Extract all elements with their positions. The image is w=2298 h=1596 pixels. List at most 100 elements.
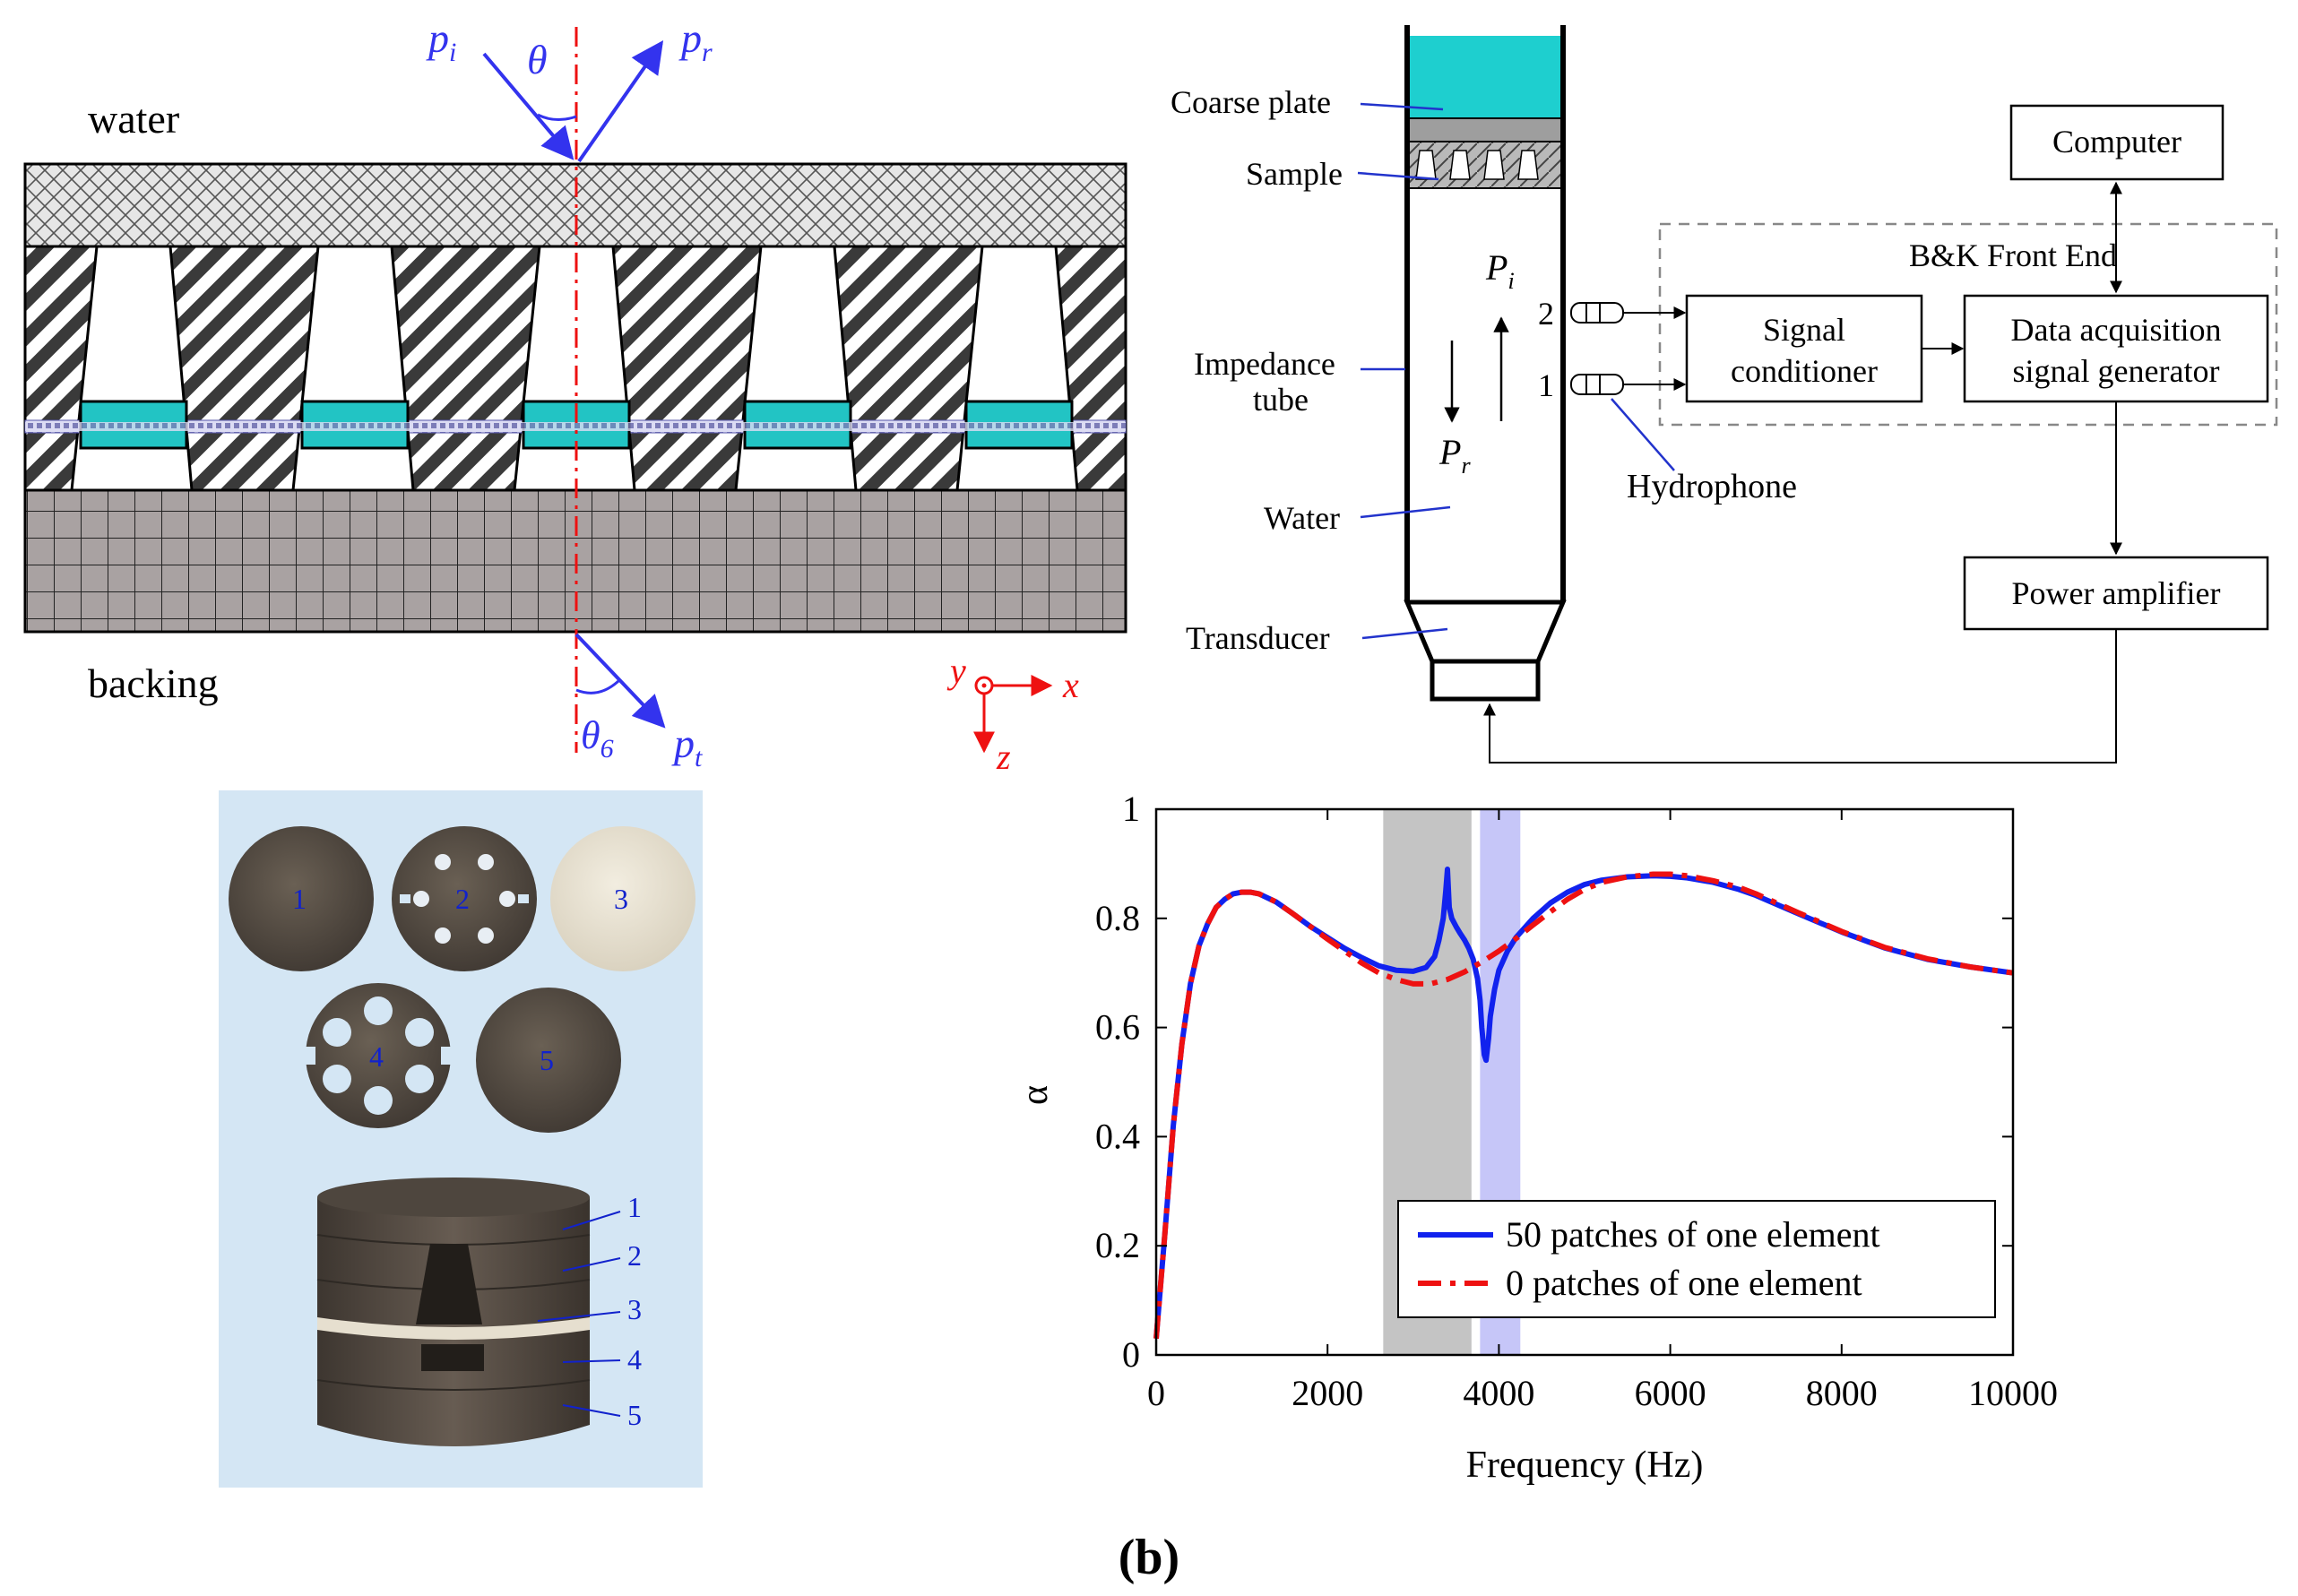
plot-frame	[1154, 807, 2015, 1357]
tube-water-top	[1409, 36, 1561, 118]
sample-cavity	[1517, 150, 1539, 180]
front-end-label: B&K Front End	[1909, 237, 2117, 273]
layer-number: 3	[627, 1293, 642, 1325]
disk-3	[550, 826, 695, 971]
coarse-plate	[1408, 117, 1562, 142]
impedance-tube-label-1: Impedance	[1194, 346, 1335, 382]
disk-2	[392, 826, 537, 971]
leader-hydrophone	[1611, 398, 1675, 471]
layer-leader	[562, 1211, 621, 1230]
leader-sample	[1357, 171, 1439, 181]
disk-numbers: 1 2 3 4 5	[292, 883, 628, 1076]
y-axis-title: α	[1015, 1085, 1056, 1105]
cylinder-cavity-upper	[416, 1244, 482, 1324]
water-tube-label: Water	[1264, 500, 1340, 536]
x-tick-label: 6000	[1635, 1373, 1706, 1413]
transmission-angle-label: θ6	[581, 713, 614, 763]
port-2-label: 2	[1538, 296, 1554, 332]
incident-angle-label: θ	[527, 37, 548, 82]
leader-water	[1360, 505, 1451, 519]
disk-number: 2	[455, 883, 470, 915]
y-axis-label: y	[946, 651, 966, 691]
legend-label-blue: 50 patches of one element	[1506, 1214, 1880, 1255]
y-tick-label: 0.4	[1095, 1116, 1140, 1156]
signal-conditioner-box	[1685, 294, 1923, 403]
impedance-tube-label-2: tube	[1253, 382, 1309, 418]
interlayer-line	[25, 422, 1126, 431]
disk-number: 1	[292, 883, 307, 915]
panel-test-setup: Pi Pr 2 1 Coarse plate Sample Impedance …	[1171, 25, 2278, 763]
layer-number: 4	[627, 1343, 642, 1376]
leader-transducer	[1361, 627, 1448, 640]
incident-angle-arc	[537, 113, 577, 121]
signal-conditioner-label-1: Signal	[1763, 312, 1845, 348]
y-tick-label: 0.6	[1095, 1007, 1140, 1048]
panel-label: (b)	[1119, 1530, 1179, 1585]
x-tick-label: 4000	[1463, 1373, 1534, 1413]
disk-number: 3	[614, 883, 628, 915]
disk-1	[229, 826, 374, 971]
panel-cross-section: water backing pi pr θ θ6	[23, 15, 1127, 777]
pr-label: Pr	[1438, 432, 1471, 479]
power-amplifier-box	[1963, 556, 2269, 631]
computer-box	[2009, 104, 2225, 181]
absorption-chart: 0 2000 4000 6000 8000 10000 0 0.2 0.4 0.…	[1015, 789, 2058, 1486]
disk-4	[303, 983, 454, 1128]
disk-4-hole	[364, 1086, 393, 1115]
y-tick-label: 1	[1122, 789, 1140, 829]
disk-4-hole	[364, 996, 393, 1025]
layer-number: 1	[627, 1191, 642, 1223]
legend-label-red: 0 patches of one element	[1506, 1263, 1862, 1303]
legend-box	[1397, 1200, 1996, 1318]
chart-ticks	[1155, 808, 2014, 1356]
x-tick-label: 2000	[1292, 1373, 1363, 1413]
disk-4-hole	[405, 1065, 434, 1093]
disk-2-hole	[478, 854, 494, 870]
cylinder-steel-ring	[317, 1317, 590, 1340]
coarse-plate-label: Coarse plate	[1171, 84, 1331, 120]
hydrophone-1	[1570, 374, 1624, 395]
transmitted-wave-label: pt	[671, 720, 703, 772]
reflected-wave-arrow	[577, 40, 664, 163]
disk-2-hole	[435, 927, 451, 944]
sample-cavity	[1449, 150, 1471, 180]
layer-leader	[562, 1404, 621, 1417]
daq-label-2: signal generator	[2013, 353, 2220, 389]
cylinder-top	[317, 1178, 590, 1217]
disk-2-hole	[478, 927, 494, 944]
incident-wave-label: pi	[426, 15, 456, 67]
computer-label: Computer	[2052, 124, 2181, 160]
chart-series	[1153, 867, 2014, 1339]
hydrophones	[1570, 302, 1624, 395]
leader-coarse-plate	[1360, 102, 1444, 111]
coordinate-axes: y x z	[946, 651, 1079, 777]
transmitted-wave-arrow	[574, 633, 666, 729]
transmission-angle-arc	[575, 679, 620, 694]
power-amplifier-label: Power amplifier	[2012, 575, 2221, 611]
z-axis-label: z	[996, 737, 1011, 777]
x-tick-label: 0	[1147, 1373, 1165, 1413]
disk-4-hole	[323, 1065, 351, 1093]
disk-2-hole	[413, 891, 429, 907]
layer-number: 5	[627, 1399, 642, 1431]
layer-leader	[537, 1311, 621, 1322]
signal-connections	[1483, 181, 2122, 763]
disk-4-hole	[405, 1018, 434, 1047]
daq-box	[1963, 294, 2269, 403]
daq-label-1: Data acquisition	[2011, 312, 2222, 348]
disk-5	[476, 988, 621, 1133]
disk-number: 4	[369, 1040, 384, 1073]
cylinder-seam-3	[316, 1379, 591, 1391]
signal-conditioner-label-2: conditioner	[1731, 353, 1878, 389]
layer-numbers: 1 2 3 4 5	[627, 1191, 642, 1431]
disk-4-notch	[441, 1047, 454, 1065]
x-axis-label: x	[1062, 665, 1079, 705]
amplifier-to-transducer	[1483, 629, 2117, 763]
disk-2-hole	[435, 854, 451, 870]
hydrophone-label: Hydrophone	[1627, 468, 1797, 505]
transducer-label: Transducer	[1186, 620, 1330, 656]
sample-cavity	[1483, 150, 1505, 180]
disk-2-notch	[518, 894, 529, 903]
y-tick-label: 0.2	[1095, 1225, 1140, 1265]
layer-number: 2	[627, 1239, 642, 1272]
